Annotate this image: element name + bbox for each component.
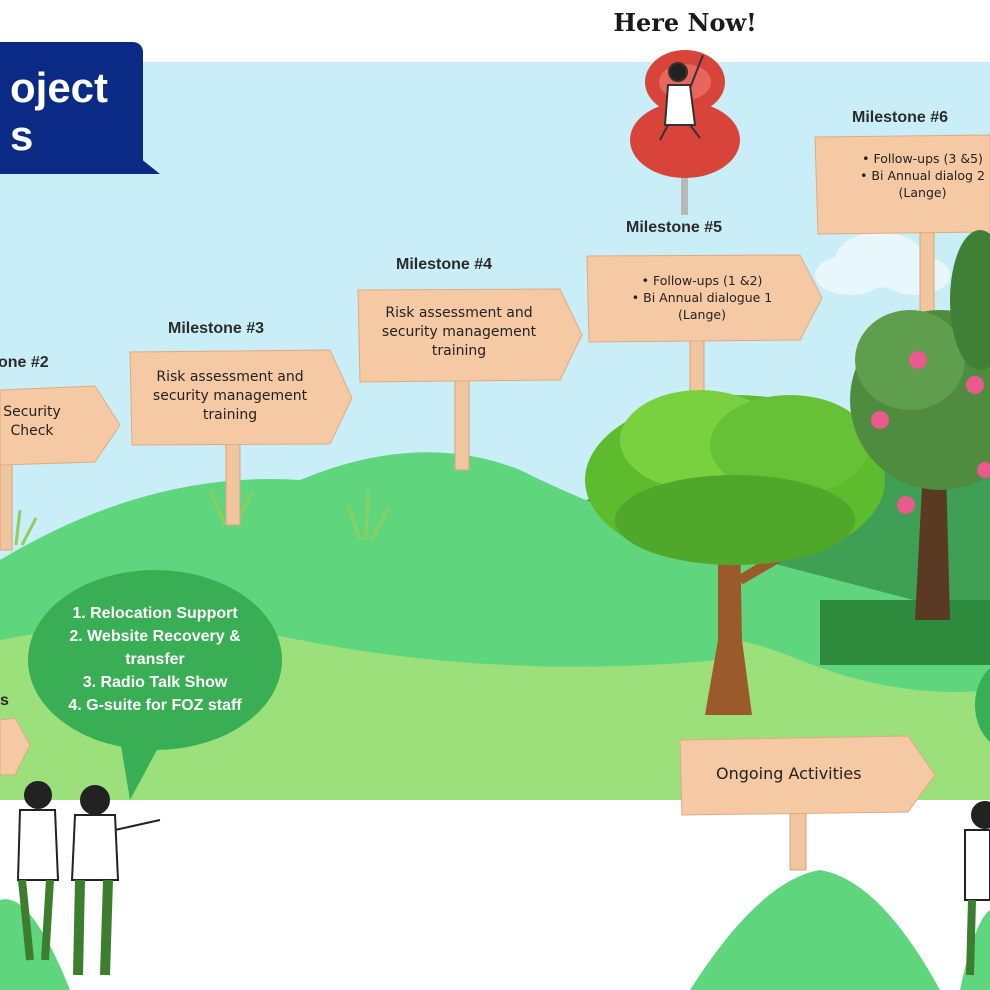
sign-board-4 — [357, 288, 583, 383]
speech-bubble — [28, 570, 282, 800]
milestone-2-text: Security Check — [3, 404, 61, 439]
title-line-2: s — [10, 112, 34, 159]
milestone-4-label: Milestone #4 — [396, 256, 493, 273]
activities-list: 1. Relocation Support 2. Website Recover… — [38, 602, 272, 717]
left-partial-label: s — [0, 692, 9, 709]
sign-board-3 — [129, 349, 353, 446]
title-line-1: oject — [10, 64, 109, 111]
milestone-6-label: Milestone #6 — [852, 109, 949, 126]
here-now-label: Here Now! — [613, 8, 757, 37]
person-icon — [16, 781, 161, 976]
bottom-hill-center — [690, 870, 940, 990]
person-icon — [659, 54, 704, 141]
activity-item: 1. Relocation Support — [72, 605, 238, 622]
flower-icon — [871, 351, 990, 514]
sign-board-ongoing — [679, 735, 936, 816]
person-icon — [964, 801, 990, 976]
activity-item: 3. Radio Talk Show — [82, 674, 228, 691]
sign-posts — [0, 224, 935, 871]
milestone-5-text: Follow-ups (1 &2) Bi Annual dialogue 1 (… — [612, 272, 792, 323]
title-tail — [130, 150, 160, 174]
milestone-3-label: Milestone #3 — [168, 320, 265, 337]
sign-board-2 — [0, 385, 121, 466]
cloud-icon — [815, 232, 950, 295]
activity-item: 2. Website Recovery & — [69, 628, 241, 645]
project-title: oject s — [0, 42, 143, 174]
ongoing-activities-label: Ongoing Activities — [716, 764, 862, 783]
activity-item: 4. G-suite for FOZ staff — [68, 697, 242, 714]
bottom-hill-left — [0, 899, 70, 990]
green-blob — [975, 668, 990, 742]
milestone-5-label: Milestone #5 — [626, 219, 723, 236]
milestone-2-label: one #2 — [0, 354, 49, 371]
tree-icon — [585, 390, 885, 715]
milestone-4-text: Risk assessment and security management … — [381, 305, 537, 359]
activity-item: transfer — [125, 651, 185, 668]
sign-board-left — [0, 717, 31, 776]
milestone-6-text: Follow-ups (3 &5) Bi Annual dialog 2 (La… — [850, 150, 990, 201]
milestone-3-text: Risk assessment and security management … — [152, 369, 308, 423]
